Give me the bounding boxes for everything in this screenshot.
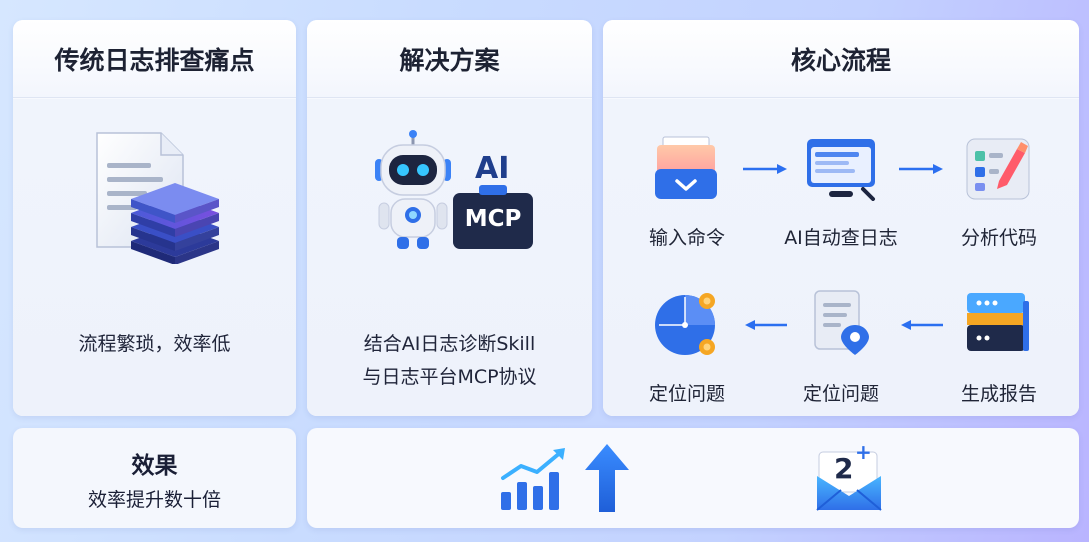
step-label-3: 分析代码 [960, 227, 1037, 249]
step-label-2: AI自动查日志 [784, 227, 898, 249]
solution-title: 解决方案 [307, 20, 592, 98]
up-arrow-icon [585, 444, 629, 512]
step-label-6: 定位问题 [648, 383, 725, 405]
target-icon [655, 293, 715, 355]
flow-card: 核心流程 [603, 20, 1079, 416]
flow-arrow-left-1 [901, 320, 943, 330]
mail-badge-number: 2 [834, 452, 854, 485]
robot-icon [375, 130, 451, 249]
step-label-4: 生成报告 [960, 383, 1037, 405]
result-desc: 效率提升数十倍 [87, 489, 221, 511]
solution-card: 解决方案 AI MCP 结合AI日志诊断Skill 与日志平台MCP协议 [307, 20, 592, 416]
pain-card: 传统日志排查痛点 [13, 20, 296, 416]
solution-desc-line2: 与日志平台MCP协议 [362, 366, 537, 388]
monitor-icon [807, 139, 875, 201]
mcp-badge: MCP [453, 185, 533, 249]
document-pin-icon [814, 290, 869, 355]
flow-arrow-left-2 [745, 320, 787, 330]
growth-chart-icon [501, 448, 565, 510]
step-label-5: 定位问题 [802, 383, 879, 405]
mcp-badge-label: MCP [464, 206, 522, 232]
flow-body: 输入命令 AI自动查日志 分析代码 [603, 99, 1079, 416]
code-edit-icon [966, 138, 1030, 200]
result-card: 效果 效率提升数十倍 [13, 428, 296, 528]
ai-badge: AI [475, 151, 510, 186]
solution-desc-line1: 结合AI日志诊断Skill [363, 333, 536, 355]
result-title: 效果 [131, 453, 178, 479]
log-document-stack-icon [96, 132, 219, 264]
pain-title: 传统日志排查痛点 [13, 20, 296, 98]
mail-badge-icon [816, 451, 882, 511]
mail-badge-plus: + [855, 440, 872, 464]
pain-body: 流程繁琐，效率低 [13, 99, 296, 416]
step-label-1: 输入命令 [648, 227, 725, 249]
result-visual-card: 2 + [307, 428, 1079, 528]
report-icon [967, 293, 1029, 351]
flow-arrow-right-2 [899, 164, 943, 174]
pain-desc: 流程繁琐，效率低 [78, 333, 231, 355]
solution-body: AI MCP 结合AI日志诊断Skill 与日志平台MCP协议 [307, 99, 592, 416]
flow-title: 核心流程 [603, 20, 1079, 98]
inbox-icon [655, 136, 717, 199]
flow-arrow-right-1 [743, 164, 787, 174]
